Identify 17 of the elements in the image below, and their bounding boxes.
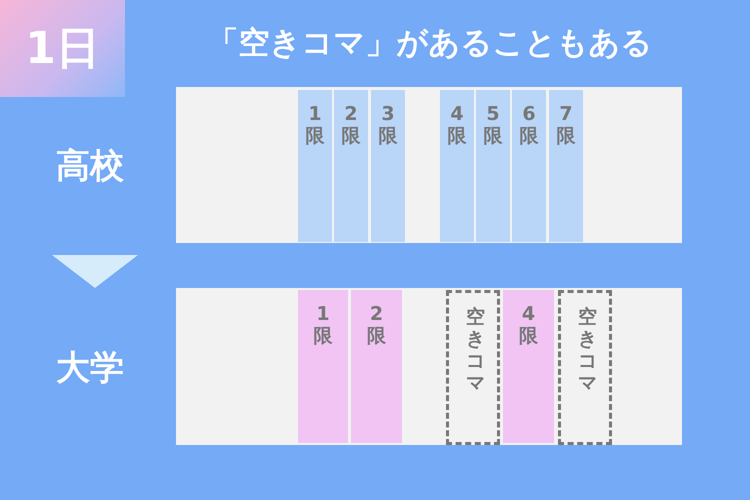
title: 「空きコマ」があることもある <box>206 24 654 63</box>
day-badge: 1日 <box>0 0 125 97</box>
empty-period-box: 空きコマ <box>558 290 612 445</box>
period-column: 1限 <box>298 290 348 443</box>
period-column: 3限 <box>371 90 405 242</box>
period-column: 4限 <box>440 90 474 242</box>
empty-period-box: 空きコマ <box>446 290 500 445</box>
period-column: 6限 <box>512 90 546 242</box>
row-heading: 高校 <box>55 145 125 188</box>
period-column: 1限 <box>298 90 332 242</box>
period-column: 7限 <box>549 90 583 242</box>
period-column: 5限 <box>476 90 510 242</box>
period-column: 2限 <box>351 290 402 443</box>
arrow <box>52 255 138 288</box>
period-column: 4限 <box>503 290 554 443</box>
period-column: 2限 <box>334 90 368 242</box>
row-heading: 大学 <box>55 346 125 390</box>
